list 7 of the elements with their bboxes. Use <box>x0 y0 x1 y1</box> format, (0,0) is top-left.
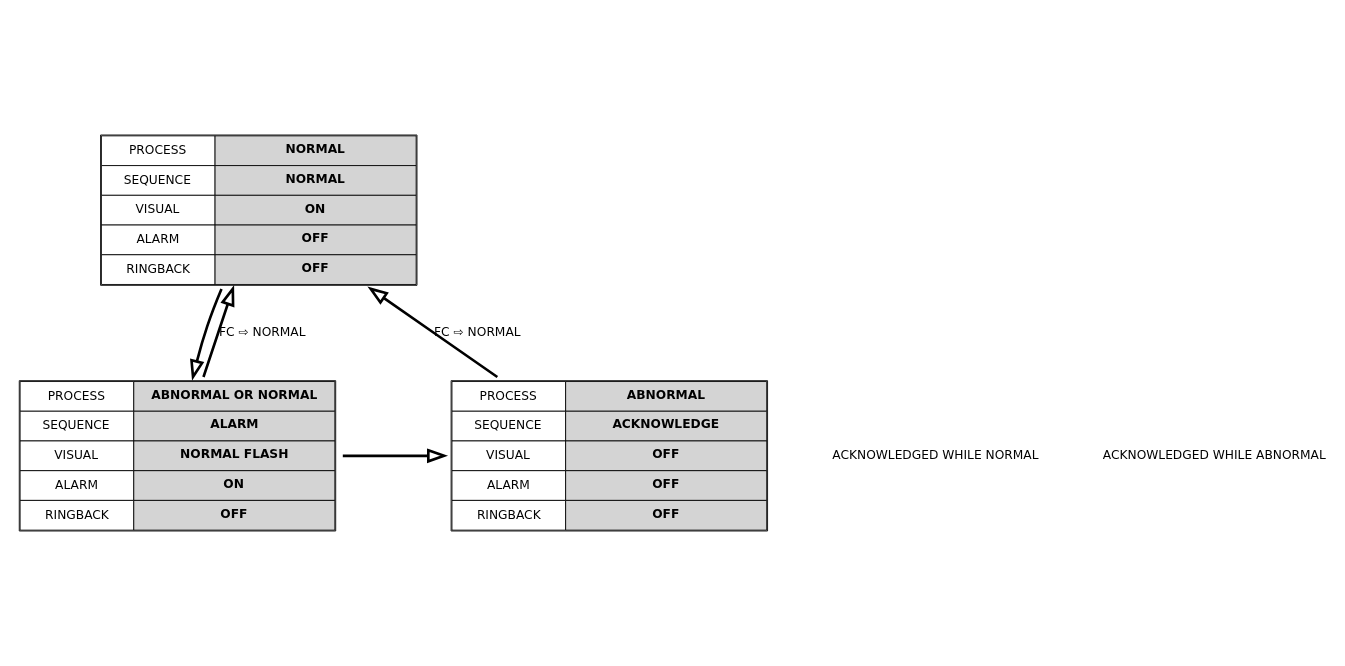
arrow <box>367 286 499 379</box>
arrow <box>342 448 448 464</box>
arrow <box>202 285 235 378</box>
arrow <box>190 288 223 381</box>
label: ACKNOWLEDGED WHILE ABNORMAL <box>1102 448 1326 463</box>
label: ACKNOWLEDGED WHILE NORMAL <box>832 448 1039 463</box>
edge-label: FC ⇨ NORMAL <box>219 325 306 340</box>
